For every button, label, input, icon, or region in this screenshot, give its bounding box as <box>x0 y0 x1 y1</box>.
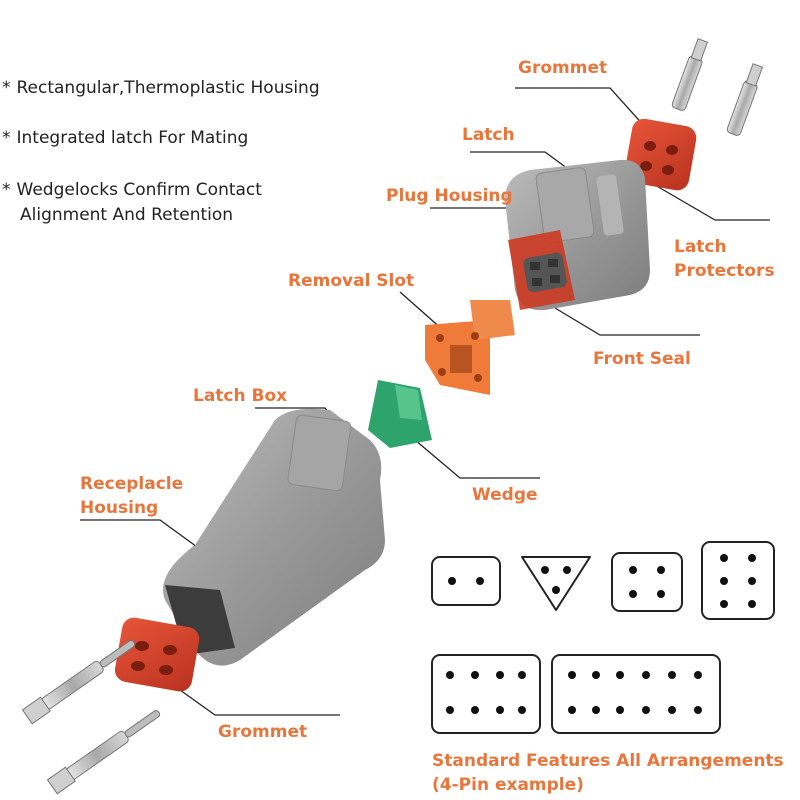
label-grommet-top: Grommet <box>518 58 608 78</box>
label-latch-box: Latch Box <box>193 386 288 406</box>
label-latch-protectors-1: Latch <box>674 237 727 257</box>
feature-3-line-2: Alignment And Retention <box>20 205 234 225</box>
feature-2: *Integrated latch For Mating <box>2 128 249 148</box>
feature-3: *Wedgelocks Confirm Contact <box>2 180 262 200</box>
label-grommet-bottom: Grommet <box>218 722 308 742</box>
arrangement-2-pin <box>431 556 501 606</box>
label-wedge: Wedge <box>472 485 538 505</box>
label-receptacle-1: Receplacle <box>80 474 184 494</box>
label-receptacle-2: Housing <box>80 498 159 518</box>
arrangement-8-pin <box>431 654 541 734</box>
plug-housing-part <box>505 159 650 311</box>
pin-dots <box>446 554 756 714</box>
pin-arrangements <box>431 541 775 734</box>
wedge-part <box>368 380 432 448</box>
terminals-top <box>671 38 764 136</box>
label-latch-protectors-2: Protectors <box>674 261 775 281</box>
caption-line-1: Standard Features All Arrangements <box>432 751 784 771</box>
label-removal-slot: Removal Slot <box>288 271 415 291</box>
feature-1: *Rectangular,Thermoplastic Housing <box>2 78 320 98</box>
label-front-seal: Front Seal <box>593 349 691 369</box>
terminals-bottom <box>21 640 161 795</box>
label-latch: Latch <box>462 125 515 145</box>
arrangement-4-pin <box>611 552 683 612</box>
arrangement-6-pin <box>701 541 775 620</box>
grommet-bottom-part <box>114 617 200 692</box>
arrangement-3-pin <box>521 556 591 611</box>
arrangement-12-pin <box>551 654 721 734</box>
removal-slot-part <box>425 300 515 395</box>
label-plug-housing: Plug Housing <box>386 186 513 206</box>
receptacle-housing-part <box>163 408 385 666</box>
caption-line-2: (4-Pin example) <box>432 775 584 795</box>
